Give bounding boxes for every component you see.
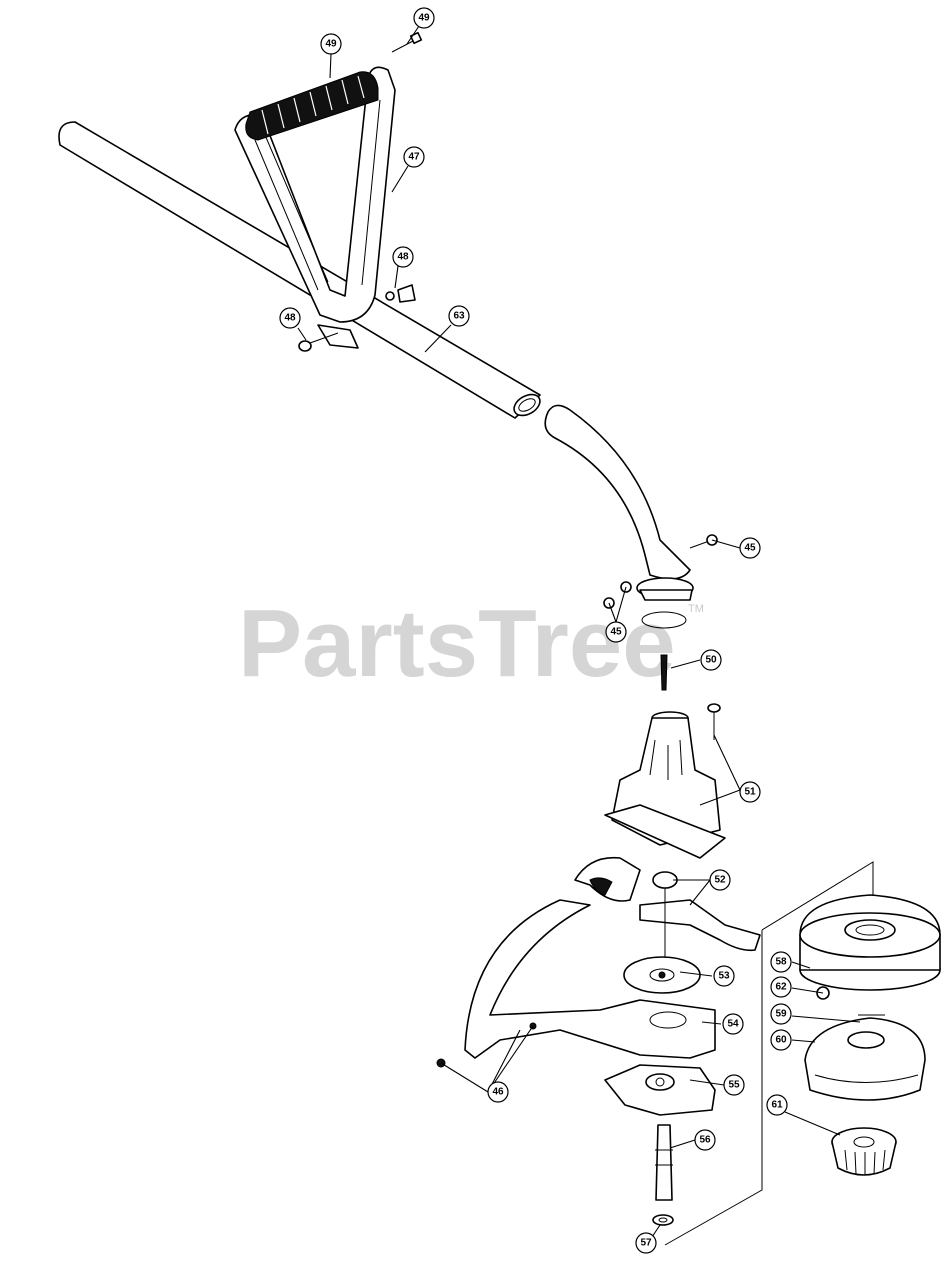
svg-text:58: 58 bbox=[775, 957, 787, 968]
callout-55: 55 bbox=[723, 1074, 745, 1096]
callout-45-nut: 45 bbox=[605, 621, 627, 643]
callout-62: 62 bbox=[770, 976, 792, 998]
callout-56: 56 bbox=[694, 1129, 716, 1151]
trimmer-head-cover bbox=[799, 894, 941, 1000]
watermark-trademark: TM bbox=[688, 603, 704, 615]
carriage-bolt-48 bbox=[298, 332, 339, 352]
callout-50: 50 bbox=[700, 649, 722, 671]
callout-47: 47 bbox=[403, 146, 425, 168]
shield-mount bbox=[574, 856, 761, 960]
svg-text:48: 48 bbox=[284, 313, 296, 324]
callout-52: 52 bbox=[709, 869, 731, 891]
lower-bent-shaft bbox=[544, 404, 691, 580]
gear-housing bbox=[604, 703, 726, 859]
callout-57: 57 bbox=[635, 1232, 657, 1254]
svg-text:52: 52 bbox=[714, 875, 726, 886]
callout-46: 46 bbox=[487, 1081, 509, 1103]
svg-text:56: 56 bbox=[699, 1135, 711, 1146]
wing-nut-48 bbox=[385, 284, 416, 303]
bearing-housing bbox=[604, 1064, 716, 1116]
svg-text:54: 54 bbox=[727, 1019, 739, 1030]
svg-text:63: 63 bbox=[453, 311, 465, 322]
washer bbox=[652, 1214, 674, 1226]
shield-plate bbox=[436, 899, 716, 1068]
svg-text:49: 49 bbox=[325, 39, 337, 50]
shaft-clamp bbox=[603, 534, 718, 609]
svg-text:53: 53 bbox=[718, 971, 730, 982]
callout-61: 61 bbox=[766, 1094, 788, 1116]
callout-53: 53 bbox=[713, 965, 735, 987]
callout-49-grip: 49 bbox=[320, 33, 342, 55]
drive-cable bbox=[641, 611, 687, 691]
svg-text:48: 48 bbox=[397, 252, 409, 263]
trimmer-head-group-bracket bbox=[664, 861, 874, 1246]
svg-text:49: 49 bbox=[418, 13, 430, 24]
svg-text:51: 51 bbox=[744, 787, 756, 798]
svg-text:50: 50 bbox=[705, 655, 717, 666]
svg-text:47: 47 bbox=[408, 152, 420, 163]
svg-text:62: 62 bbox=[775, 982, 787, 993]
handle-grip bbox=[245, 71, 379, 141]
watermark: PartsTree TM bbox=[238, 590, 704, 697]
handle-screw-49 bbox=[391, 31, 423, 53]
callout-48-bolt: 48 bbox=[279, 307, 301, 329]
callout-60: 60 bbox=[770, 1029, 792, 1051]
spindle-shaft bbox=[655, 1124, 673, 1201]
svg-text:46: 46 bbox=[492, 1087, 504, 1098]
svg-text:60: 60 bbox=[775, 1035, 787, 1046]
line-spool bbox=[804, 1017, 926, 1101]
spindle-plate bbox=[623, 956, 701, 994]
leader-lines bbox=[297, 25, 861, 1241]
callout-49-screw: 49 bbox=[413, 7, 435, 29]
callout-59: 59 bbox=[770, 1003, 792, 1025]
svg-text:57: 57 bbox=[640, 1238, 652, 1249]
callout-48-wingnut: 48 bbox=[392, 246, 414, 268]
callout-54: 54 bbox=[722, 1013, 744, 1035]
callout-51: 51 bbox=[739, 781, 761, 803]
callout-45-screw: 45 bbox=[739, 537, 761, 559]
svg-text:45: 45 bbox=[610, 627, 622, 638]
svg-text:55: 55 bbox=[728, 1080, 740, 1091]
callout-58: 58 bbox=[770, 951, 792, 973]
bump-knob bbox=[831, 1127, 897, 1176]
watermark-text: PartsTree bbox=[238, 590, 676, 697]
svg-text:45: 45 bbox=[744, 543, 756, 554]
callout-63: 63 bbox=[448, 305, 470, 327]
svg-text:59: 59 bbox=[775, 1009, 787, 1020]
svg-text:61: 61 bbox=[771, 1100, 783, 1111]
